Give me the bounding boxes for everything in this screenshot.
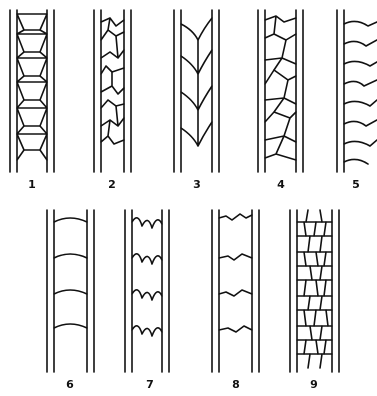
figure-3-label: 3 [193,178,201,191]
figure-5 [337,10,377,172]
figure-1 [10,10,54,172]
figure-7-label: 7 [146,378,154,391]
figure-3 [174,10,219,172]
figure-1-label: 1 [28,178,36,191]
figure-8 [212,210,259,372]
figure-7 [125,210,169,372]
figure-6-label: 6 [66,378,74,391]
figure-6 [47,210,94,372]
figure-9 [290,210,339,372]
figure-9-label: 9 [310,378,318,391]
figure-2 [94,10,131,172]
figure-4-label: 4 [277,178,285,191]
figure-8-label: 8 [232,378,240,391]
figure-4 [258,10,303,172]
figure-2-label: 2 [108,178,116,191]
figure-5-label: 5 [352,178,360,191]
